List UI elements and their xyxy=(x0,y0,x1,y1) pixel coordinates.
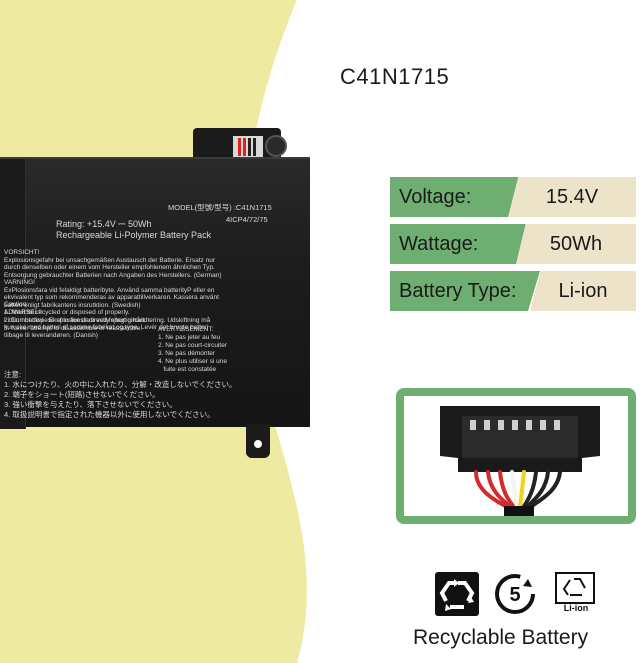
recyclable-battery-title: Recyclable Battery xyxy=(413,626,589,649)
product-code: C41N1715 xyxy=(340,64,450,89)
recycle-number: 5 xyxy=(509,584,520,606)
spec-value: 15.4V xyxy=(508,177,636,217)
battery-japanese-warning-text: 注意: 1. 水につけたり、火の中に入れたり、分解・改造しないでください。 2.… xyxy=(4,370,237,419)
spec-label: Battery Type: xyxy=(390,271,540,311)
spec-value: Li-ion xyxy=(530,271,636,311)
recycling-symbol-icon xyxy=(435,572,479,616)
mount-hole xyxy=(254,440,262,448)
li-ion-recycle-icon xyxy=(555,572,595,604)
recycle-number-5-icon: 5 xyxy=(495,574,535,614)
li-ion-label: Li-ion xyxy=(563,603,589,613)
laptop-battery: MODEL(型號/型号) :C41N1715 4ICP4/72/75 Ratin… xyxy=(0,157,310,429)
spec-label: Voltage: xyxy=(390,177,520,217)
battery-caution-text: Caution: 1. Must be recycled or disposed… xyxy=(4,301,147,332)
connector-plug-icon xyxy=(265,135,287,157)
black-wire xyxy=(253,138,256,156)
battery-warning-text: VORSICHT! Explosionsgefahr bei unsachgem… xyxy=(4,249,222,339)
battery-edge xyxy=(0,159,26,429)
connector-closeup xyxy=(404,396,628,516)
black-wire xyxy=(248,138,251,156)
spec-value: 50Wh xyxy=(516,224,636,264)
battery-french-warning-text: AVERTISSEMENT: 1. Ne pas jeter au feu 2.… xyxy=(158,326,228,373)
battery-cells-text: 4ICP4/72/75 xyxy=(226,215,268,224)
battery-type-text: Rechargeable Li-Polymer Battery Pack xyxy=(56,230,212,240)
connector-closeup-frame xyxy=(396,388,636,524)
spec-label: Wattage: xyxy=(390,224,528,264)
red-wire xyxy=(243,138,246,156)
battery-model-text: MODEL(型號/型号) :C41N1715 xyxy=(168,203,272,212)
red-wire xyxy=(238,138,241,156)
connector-closeup-image xyxy=(440,406,600,516)
battery-rating-text: Rating: +15.4V ⎓ 50Wh xyxy=(56,219,152,229)
